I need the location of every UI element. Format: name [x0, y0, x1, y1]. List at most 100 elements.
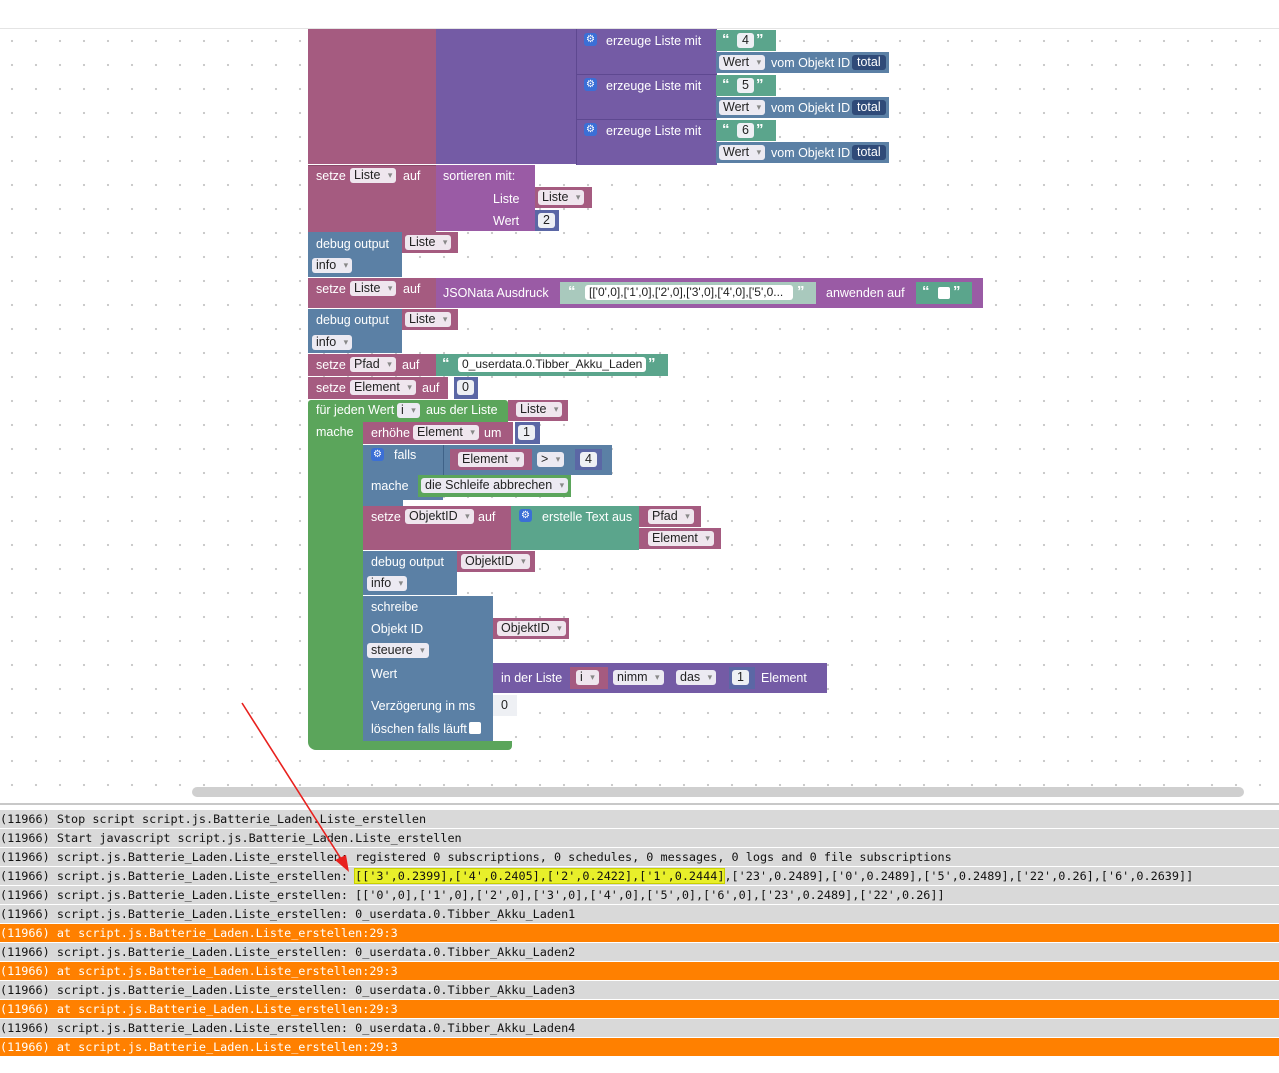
list-create-block-6[interactable]	[576, 119, 717, 165]
delay-field[interactable]: 0	[496, 698, 513, 713]
variable-dropdown[interactable]: Element	[458, 452, 524, 467]
variable-set-block-top[interactable]	[308, 29, 436, 164]
blockly-workspace[interactable]: ⚙ erzeuge Liste mit “ 4 ” Wert vom Objek…	[0, 29, 1279, 800]
horizontal-scrollbar[interactable]	[192, 787, 1244, 797]
variable-dropdown[interactable]: Pfad	[350, 357, 396, 372]
gear-icon[interactable]: ⚙	[584, 78, 597, 91]
to-label: auf	[403, 282, 421, 296]
path-text-field[interactable]: 0_userdata.0.Tibber_Akku_Laden	[458, 357, 647, 372]
list-create-block-5[interactable]	[576, 74, 717, 120]
variable-dropdown[interactable]: Element	[350, 380, 416, 395]
number-field[interactable]: 1	[518, 425, 535, 440]
gear-icon[interactable]: ⚙	[584, 33, 597, 46]
number-field[interactable]: 0	[457, 380, 474, 395]
log-line: (11966) script.js.Batterie_Laden.Liste_e…	[0, 905, 1279, 923]
number-field[interactable]: 4	[737, 33, 754, 48]
from-object-id-label: vom Objekt ID	[771, 101, 851, 115]
gear-icon[interactable]: ⚙	[371, 448, 384, 461]
to-label: auf	[402, 358, 420, 372]
loop-variable-dropdown[interactable]: i	[397, 403, 420, 418]
for-each-block-side[interactable]	[308, 422, 363, 742]
log-line: (11966) Start javascript script.js.Batte…	[0, 829, 1279, 847]
quote-close-icon: ”	[797, 283, 805, 300]
sort-block[interactable]	[436, 165, 535, 231]
for-each-block-bottom[interactable]	[308, 741, 512, 750]
operator-dropdown[interactable]: >	[537, 452, 565, 467]
delay-label: Verzögerung in ms	[371, 699, 476, 713]
log-level-dropdown[interactable]: info	[367, 576, 408, 591]
list-create-label: erzeuge Liste mit	[606, 79, 702, 93]
variable-dropdown[interactable]: ObjektID	[405, 509, 474, 524]
log-line-suffix: ,['23',0.2489],['0',0.2489],['5',0.2489]…	[724, 869, 1194, 883]
variable-dropdown[interactable]: Element	[413, 425, 479, 440]
variable-dropdown[interactable]: Liste	[350, 168, 397, 183]
empty-text-field[interactable]	[938, 287, 950, 299]
log-line: (11966) Stop script script.js.Batterie_L…	[0, 810, 1279, 828]
log-line: (11966) script.js.Batterie_Laden.Liste_e…	[0, 886, 1279, 904]
variable-dropdown[interactable]: Liste	[538, 190, 585, 205]
value-dropdown[interactable]: Wert	[719, 145, 766, 160]
variable-dropdown[interactable]: i	[576, 670, 599, 685]
number-field[interactable]: 6	[737, 123, 754, 138]
object-id-field[interactable]: total	[852, 55, 886, 70]
value-label: Wert	[493, 214, 520, 228]
log-line: (11966) script.js.Batterie_Laden.Liste_e…	[0, 848, 1279, 866]
number-field[interactable]: 5	[737, 78, 754, 93]
write-mode-dropdown[interactable]: steuere	[367, 643, 429, 658]
element-suffix-label: Element	[761, 671, 807, 685]
list-create-block-top[interactable]	[436, 29, 576, 164]
if-label: falls	[394, 448, 417, 462]
quote-open-icon: “	[722, 121, 730, 138]
list-get-operation-dropdown[interactable]: nimm	[613, 670, 664, 685]
jsonata-expression-field[interactable]: [['0',0],['1',0],['2',0],['3',0],['4',0]…	[585, 285, 793, 300]
log-console: (11966) Stop script script.js.Batterie_L…	[0, 803, 1279, 1073]
index-field[interactable]: 1	[732, 670, 749, 685]
to-label: auf	[478, 510, 496, 524]
quote-close-icon: ”	[756, 76, 764, 93]
from-object-id-label: vom Objekt ID	[771, 56, 851, 70]
to-label: auf	[403, 169, 421, 183]
variable-dropdown[interactable]: Element	[648, 531, 714, 546]
set-label: setze	[316, 169, 346, 183]
value-dropdown[interactable]: Wert	[719, 100, 766, 115]
variable-dropdown[interactable]: ObjektID	[497, 621, 566, 636]
write-state-block[interactable]	[363, 596, 493, 741]
list-create-block-4[interactable]	[576, 29, 717, 74]
variable-dropdown[interactable]: ObjektID	[461, 554, 530, 569]
in-list-label: in der Liste	[501, 671, 563, 685]
debug-label: debug output	[316, 313, 389, 327]
number-field[interactable]: 2	[538, 213, 555, 228]
value-dropdown[interactable]: Wert	[719, 55, 766, 70]
log-line-warning: (11966) at script.js.Batterie_Laden.List…	[0, 924, 1279, 942]
if-block-bottom[interactable]	[363, 500, 403, 506]
variable-dropdown[interactable]: Pfad	[648, 509, 694, 524]
variable-dropdown[interactable]: Liste	[516, 402, 563, 417]
number-field[interactable]: 4	[580, 452, 597, 467]
variable-dropdown[interactable]: Liste	[350, 281, 397, 296]
variable-dropdown[interactable]: Liste	[405, 312, 452, 327]
apply-to-label: anwenden auf	[826, 286, 905, 300]
set-label: setze	[316, 381, 346, 395]
clear-running-checkbox[interactable]	[469, 722, 481, 734]
sort-label: sortieren mit:	[443, 169, 516, 183]
to-label: auf	[422, 381, 440, 395]
quote-close-icon: ”	[648, 355, 656, 372]
gear-icon[interactable]: ⚙	[584, 123, 597, 136]
quote-open-icon: “	[568, 283, 576, 300]
log-line-warning: (11966) at script.js.Batterie_Laden.List…	[0, 1000, 1279, 1018]
object-id-field[interactable]: total	[852, 100, 886, 115]
log-level-dropdown[interactable]: info	[312, 258, 353, 273]
log-level-dropdown[interactable]: info	[312, 335, 353, 350]
debug-label: debug output	[371, 555, 444, 569]
for-each-label: für jeden Wert	[316, 403, 395, 417]
quote-close-icon: ”	[756, 121, 764, 138]
break-loop-dropdown[interactable]: die Schleife abbrechen	[421, 478, 569, 493]
log-line: (11966) script.js.Batterie_Laden.Liste_e…	[0, 943, 1279, 961]
gear-icon[interactable]: ⚙	[519, 509, 532, 522]
list-get-position-dropdown[interactable]: das	[676, 670, 717, 685]
debug-label: debug output	[316, 237, 389, 251]
variable-dropdown[interactable]: Liste	[405, 235, 452, 250]
text-join-block[interactable]	[511, 506, 639, 550]
object-id-field[interactable]: total	[852, 145, 886, 160]
log-line-warning: (11966) at script.js.Batterie_Laden.List…	[0, 1038, 1279, 1056]
